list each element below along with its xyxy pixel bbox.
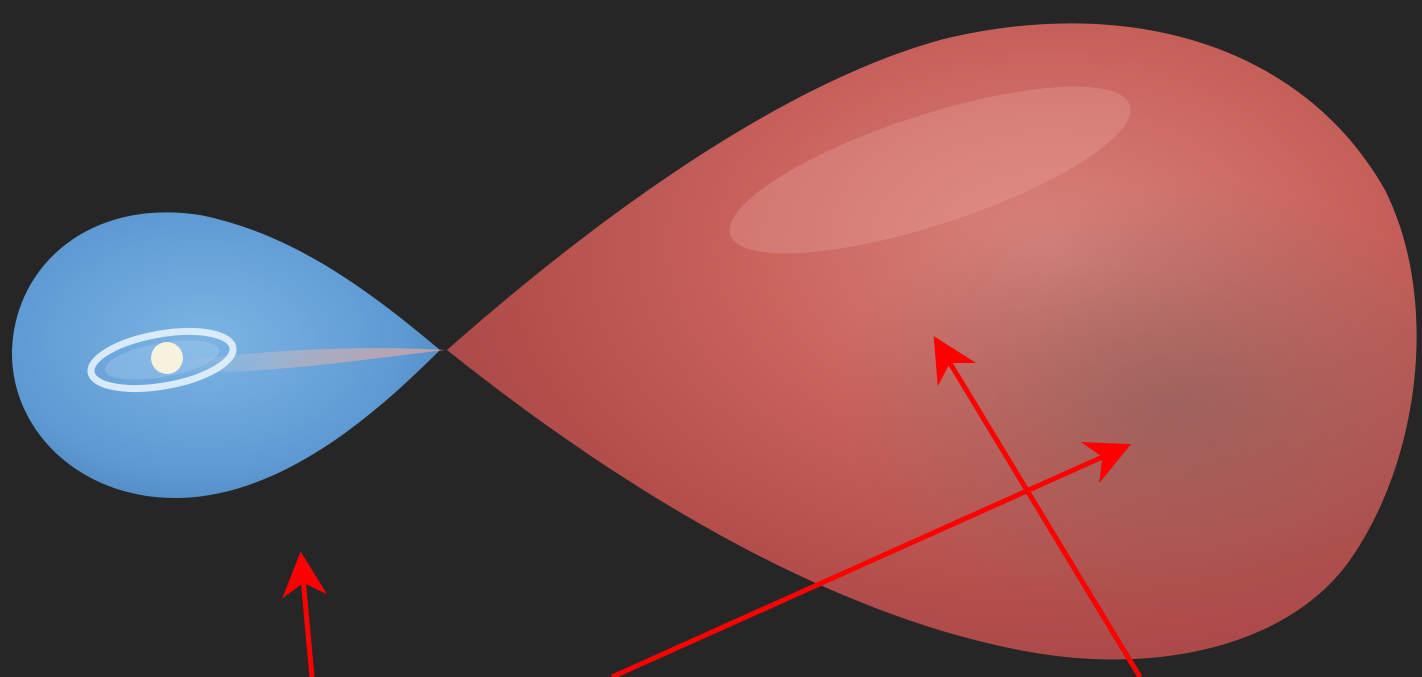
compact-star bbox=[151, 342, 183, 374]
